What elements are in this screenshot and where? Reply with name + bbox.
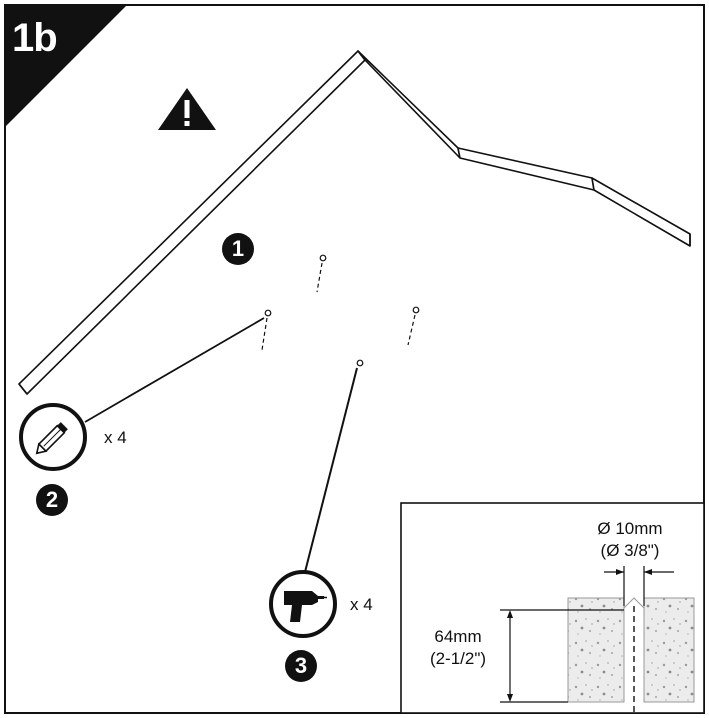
- anchor-marker: [412, 306, 420, 314]
- depth-imperial-label: (2-1/2"): [429, 649, 487, 668]
- roof-panel: [18, 50, 691, 395]
- drill-quantity: x 4: [350, 595, 373, 614]
- outer-frame: [4, 4, 705, 714]
- leader-line-drill: [304, 367, 358, 573]
- diameter-dimension: [604, 566, 674, 606]
- concrete-left: [567, 597, 625, 703]
- step-label: 1b: [12, 16, 58, 60]
- callout-number-1: 1: [222, 233, 254, 265]
- diameter-metric-label: Ø 10mm: [597, 519, 663, 538]
- pencil-icon: [19, 403, 87, 471]
- diameter-imperial-label: (Ø 3/8"): [600, 541, 660, 560]
- anchor-marker: [264, 309, 272, 317]
- step-badge: [5, 5, 127, 127]
- anchor-marker: [319, 254, 327, 262]
- depth-dimension: [500, 609, 624, 703]
- concrete-right: [643, 597, 695, 703]
- depth-metric-label: 64mm: [434, 627, 482, 646]
- callout-number-2: 2: [36, 484, 68, 516]
- anchor-markers: [261, 254, 420, 367]
- pencil-quantity: x 4: [104, 428, 127, 447]
- callout-number-3: 3: [285, 650, 317, 682]
- drill-icon: [269, 570, 337, 638]
- anchor-marker: [356, 359, 364, 367]
- leader-line-pencil: [84, 317, 265, 423]
- drill-hole: [624, 608, 644, 702]
- warning-icon: [158, 88, 216, 130]
